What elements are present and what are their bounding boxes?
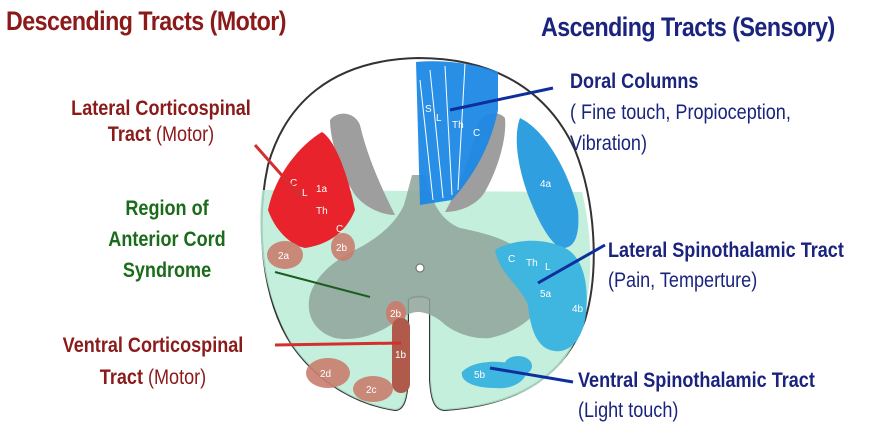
lateral-corticospinal-motor: (Motor): [156, 123, 215, 146]
pointer-lateral-spinothalamic: [537, 243, 606, 285]
svg-text:Th: Th: [316, 206, 328, 217]
svg-text:L: L: [545, 262, 551, 273]
svg-text:1b: 1b: [395, 350, 407, 361]
lateral-corticospinal-tract: [268, 132, 355, 248]
region-2b-upper: [331, 233, 355, 261]
svg-text:4b: 4b: [572, 304, 584, 315]
ventral-spinothalamic-line1: Ventral Spinothalamic Tract: [578, 369, 815, 392]
descending-tracts-header: Descending Tracts (Motor): [6, 6, 286, 36]
svg-text:C: C: [336, 224, 343, 235]
lateral-corticospinal-label: Lateral Corticospinal Tract (Motor): [54, 96, 269, 148]
ventral-corticospinal-motor: (Motor): [148, 366, 207, 389]
pointer-anterior-cord: [274, 271, 371, 298]
svg-text:2b: 2b: [390, 309, 402, 320]
svg-text:C: C: [508, 254, 515, 265]
dorsal-letter-l: L: [436, 113, 442, 124]
anterior-cord-line3: Syndrome: [122, 259, 212, 282]
svg-text:1a: 1a: [316, 184, 328, 195]
svg-text:2d: 2d: [320, 369, 331, 380]
dorsal-columns-label: Doral Columns ( Fine touch, Propioceptio…: [570, 66, 791, 159]
pointer-ventral-spinothalamic: [489, 366, 574, 384]
svg-text:Th: Th: [526, 258, 538, 269]
lateral-spinothalamic-line2: (Pain, Temperture): [608, 269, 758, 292]
svg-text:5a: 5a: [540, 289, 552, 300]
svg-text:L: L: [302, 188, 308, 199]
anterior-cord-line2: Anterior Cord: [108, 228, 226, 251]
dorsal-columns-vibration: Vibration): [570, 132, 647, 155]
ventral-spinothalamic-line2: (Light touch): [578, 399, 679, 422]
ventral-corticospinal-line1: Ventral Corticospinal: [62, 334, 244, 357]
dorsal-columns-fine: ( Fine: [570, 101, 617, 124]
anterior-cord-label: Region of Anterior Cord Syndrome: [85, 193, 248, 286]
svg-text:2c: 2c: [366, 385, 377, 396]
dorsal-columns: [416, 61, 498, 205]
dorsal-columns-touch: touch, Propioception,: [621, 101, 791, 124]
region-1b: [392, 318, 410, 393]
lateral-spinothalamic-line1: Lateral Spinothalamic Tract: [608, 239, 844, 262]
region-2d: [306, 358, 350, 388]
anterior-cord-line1: Region of: [125, 197, 209, 220]
pointer-lateral-corticospinal: [253, 144, 304, 199]
central-canal: [415, 263, 425, 273]
ventral-spinothalamic-label: Ventral Spinothalamic Tract (Light touch…: [578, 366, 815, 426]
region-2a: [267, 241, 303, 269]
ventral-corticospinal-tract-word: Tract: [99, 366, 143, 389]
dorsal-columns-line1: Doral Columns: [570, 70, 699, 93]
region-2c: [353, 376, 393, 402]
pointer-ventral-corticospinal: [274, 341, 402, 347]
lateral-spinothalamic-label: Lateral Spinothalamic Tract (Pain, Tempe…: [608, 236, 844, 296]
svg-text:2b: 2b: [336, 243, 348, 254]
ventral-corticospinal-label: Ventral Corticospinal Tract (Motor): [37, 330, 269, 394]
dorsal-letter-c: C: [473, 128, 480, 139]
ascending-tracts-header: Ascending Tracts (Sensory): [541, 12, 835, 42]
dorsal-letter-s: S: [425, 104, 432, 115]
dorsal-horn-left: [330, 113, 395, 215]
svg-text:C: C: [290, 178, 297, 189]
lateral-corticospinal-line1: Lateral Corticospinal: [71, 97, 251, 120]
svg-text:4a: 4a: [540, 179, 552, 190]
pointer-dorsal-columns: [449, 86, 554, 112]
gray-matter: [308, 175, 544, 340]
dorsal-letter-th: Th: [452, 120, 464, 131]
svg-text:2a: 2a: [278, 251, 290, 262]
svg-text:5b: 5b: [474, 370, 486, 381]
tract-4a: [516, 118, 579, 249]
lateral-corticospinal-tract-word: Tract: [107, 123, 151, 146]
